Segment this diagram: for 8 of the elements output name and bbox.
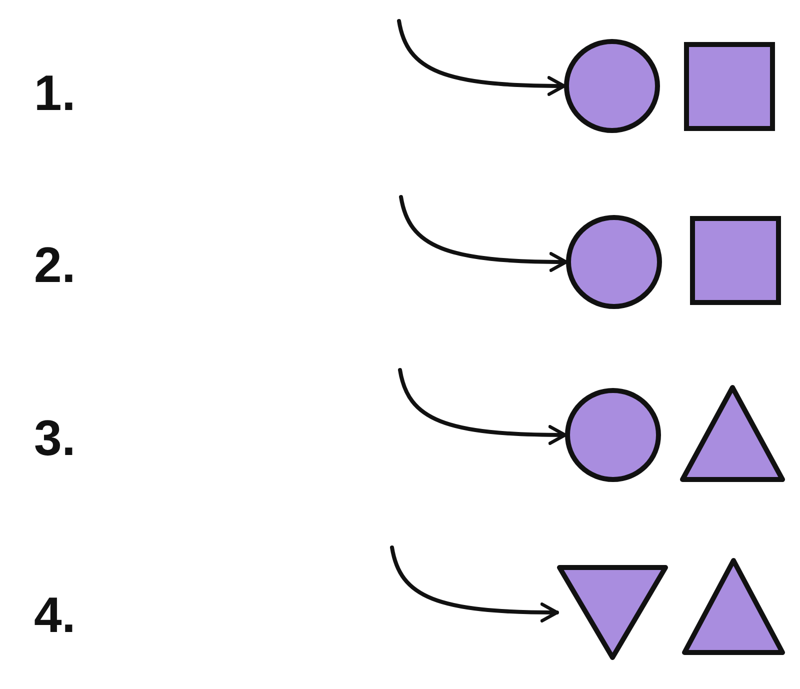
step-number: 2.: [34, 240, 76, 290]
step-number: 3.: [34, 413, 76, 463]
step-number: 4.: [34, 590, 76, 640]
step-number: 1.: [34, 68, 76, 118]
curved-arrow: [399, 195, 568, 272]
curved-arrow: [397, 19, 566, 96]
curved-arrow: [398, 368, 567, 445]
curved-arrow: [390, 546, 559, 622]
